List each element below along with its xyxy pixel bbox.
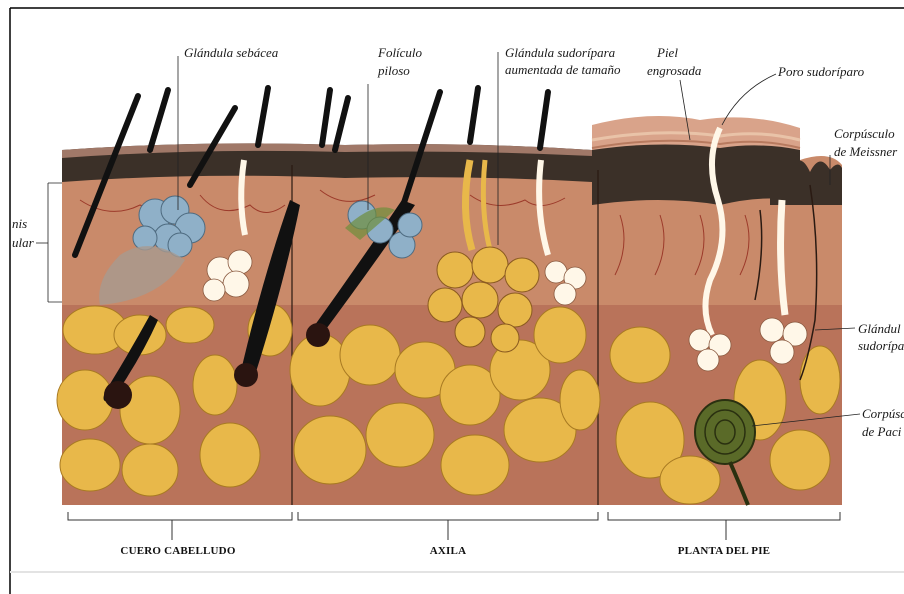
label-sweat-pore: Poro sudoríparo — [777, 64, 865, 79]
fat-lobule — [441, 435, 509, 495]
label-enlarged-sweat-gland-2: aumentada de tamaño — [505, 62, 621, 77]
section-label-sole: PLANTA DEL PIE — [678, 545, 770, 557]
fat-lobule — [166, 307, 214, 343]
fat-lobule — [610, 327, 670, 383]
fat-lobule — [120, 376, 180, 444]
label-thick-skin-2: engrosada — [647, 63, 702, 78]
label-meissner-1: Corpúsculo — [834, 126, 895, 141]
section-label-scalp: CUERO CABELLUDO — [120, 545, 235, 557]
fat-lobule — [340, 325, 400, 385]
fat-lobule — [294, 416, 366, 484]
fat-lobule — [660, 456, 720, 504]
fat-lobule — [770, 430, 830, 490]
fat-lobule — [122, 444, 178, 496]
label-dermis-1: nis — [12, 216, 27, 231]
fat-lobule — [366, 403, 434, 467]
label-sebaceous-gland: Glándula sebácea — [184, 45, 279, 60]
label-sweat-gland-right-2: sudorípa — [858, 338, 904, 353]
label-pacini-2: de Paci — [862, 424, 902, 439]
fat-lobule — [60, 439, 120, 491]
fat-lobule — [800, 346, 840, 414]
section-label-axilla: AXILA — [430, 545, 466, 557]
fat-lobule — [560, 370, 600, 430]
label-hair-follicle-1: Folículo — [377, 45, 423, 60]
label-meissner-2: de Meissner — [834, 144, 898, 159]
label-hair-follicle-2: piloso — [377, 63, 410, 78]
fat-lobule — [534, 307, 586, 363]
label-sweat-gland-right-1: Glándul — [858, 321, 901, 336]
label-enlarged-sweat-gland-1: Glándula sudorípara — [505, 45, 616, 60]
label-dermis-2: ular — [12, 235, 35, 250]
label-thick-skin-1: Piel — [656, 45, 678, 60]
label-pacini-1: Corpúsc — [862, 406, 904, 421]
fat-lobule — [200, 423, 260, 487]
fat-lobule — [193, 355, 237, 415]
